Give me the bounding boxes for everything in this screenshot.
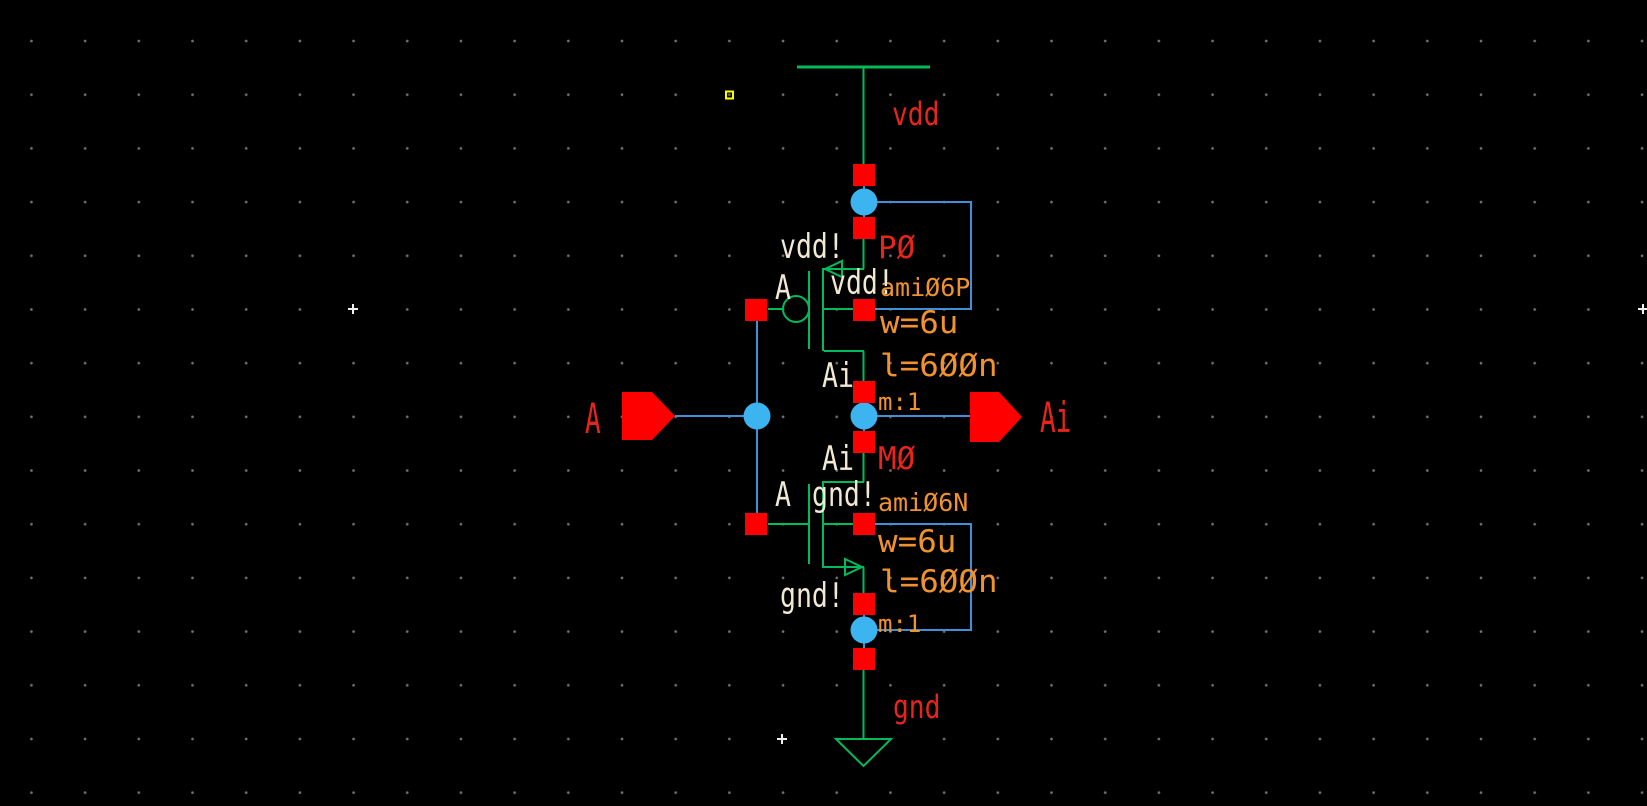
pmos-net-source-label[interactable]: vdd! xyxy=(780,227,844,267)
nmos-net-bulk-label[interactable]: gnd! xyxy=(812,475,876,515)
nmos-net-drain-label[interactable]: Ai xyxy=(822,439,854,479)
pmos-net-gate-label[interactable]: A xyxy=(775,268,791,308)
pmos-bulk-pin[interactable] xyxy=(853,299,875,321)
nmos-transistor-symbol[interactable] xyxy=(768,453,865,594)
pmos-transistor-symbol[interactable] xyxy=(768,239,865,382)
pmos-source-arrow[interactable] xyxy=(822,259,843,279)
nmos-bulk-wire[interactable] xyxy=(875,523,972,631)
gnd-net-label[interactable]: gnd xyxy=(893,688,941,726)
nmos-drain-pin[interactable] xyxy=(853,431,875,453)
pmos-bulk-wire[interactable] xyxy=(864,201,972,310)
pmos-instance-label[interactable]: PØ xyxy=(878,230,916,266)
origin-cross-marker xyxy=(348,304,358,314)
cursor-marker xyxy=(725,90,734,100)
nmos-source-pin[interactable] xyxy=(853,593,875,615)
junction-dot[interactable] xyxy=(850,616,878,644)
nmos-net-gate-label[interactable]: A xyxy=(775,475,791,515)
junction-dot[interactable] xyxy=(743,402,771,430)
nmos-source-arrow[interactable] xyxy=(844,557,865,577)
nmos-net-source-label[interactable]: gnd! xyxy=(780,576,844,616)
vdd-rail-symbol[interactable] xyxy=(797,65,930,165)
junction-dot[interactable] xyxy=(850,188,878,216)
nmos-m-label[interactable]: m:1 xyxy=(878,610,922,638)
gnd-pin-square[interactable] xyxy=(853,648,875,670)
origin-cross-marker xyxy=(1638,304,1647,314)
nmos-bulk-pin[interactable] xyxy=(853,513,875,535)
nmos-w-label[interactable]: w=6u xyxy=(878,524,957,560)
nmos-instance-label[interactable]: MØ xyxy=(878,441,916,477)
pmos-net-bulk-label[interactable]: vdd! xyxy=(830,263,894,303)
pmos-cell-label[interactable]: amiØ6P xyxy=(880,273,971,302)
vdd-net-label[interactable]: vdd xyxy=(892,95,940,133)
pmos-l-label[interactable]: l=6ØØn xyxy=(880,348,998,384)
gnd-rail-symbol[interactable] xyxy=(833,670,894,768)
output-port-label[interactable]: Ai xyxy=(1040,393,1072,442)
pmos-gate-pin[interactable] xyxy=(745,299,767,321)
gnd-rail-triangle[interactable] xyxy=(833,738,894,768)
nmos-cell-label[interactable]: amiØ6N xyxy=(878,488,969,517)
pmos-drain-pin[interactable] xyxy=(853,381,875,403)
input-port-label[interactable]: A xyxy=(585,394,601,443)
nmos-gate-pin[interactable] xyxy=(745,513,767,535)
input-port-arrow[interactable] xyxy=(622,392,675,440)
origin-cross-marker xyxy=(777,734,787,744)
pmos-net-drain-label[interactable]: Ai xyxy=(822,356,854,396)
vdd-pin-square[interactable] xyxy=(853,164,875,186)
pmos-source-pin[interactable] xyxy=(853,217,875,239)
pmos-w-label[interactable]: w=6u xyxy=(880,305,959,341)
junction-dot[interactable] xyxy=(850,402,878,430)
nmos-l-label[interactable]: l=6ØØn xyxy=(880,564,998,600)
pmos-m-label[interactable]: m:1 xyxy=(878,388,922,416)
output-port-arrow[interactable] xyxy=(970,392,1022,442)
